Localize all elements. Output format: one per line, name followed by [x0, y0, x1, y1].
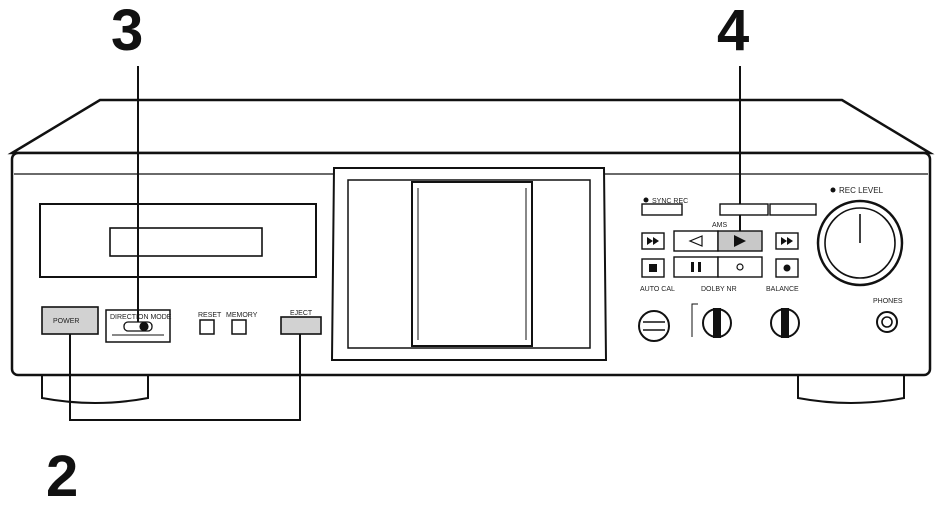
pause-button[interactable] [673, 256, 719, 278]
rec-level-label: REC LEVEL [839, 186, 884, 195]
sync-rec-indicator [643, 197, 649, 203]
phones-jack-hole [881, 316, 893, 328]
pause-icon [691, 262, 701, 272]
power-label: POWER [53, 318, 79, 325]
rec-icon [783, 264, 791, 272]
play-icon [734, 235, 746, 247]
ams-label: AMS [712, 222, 728, 229]
right-foot [797, 371, 905, 404]
rec-mute-icon [736, 263, 744, 271]
phones-label: PHONES [873, 298, 903, 305]
reverse-play-button[interactable] [673, 230, 719, 252]
eject-button[interactable] [280, 316, 322, 335]
stop-icon [649, 264, 657, 272]
eject-label: EJECT [290, 310, 313, 317]
left-foot [41, 371, 149, 404]
auto-cal-knob[interactable] [638, 310, 670, 342]
callout-c: 2 [46, 444, 79, 509]
top-button-1[interactable] [719, 203, 769, 216]
balance-label: BALANCE [766, 286, 799, 293]
auto-cal-label: AUTO CAL [640, 286, 675, 293]
display-segment [109, 227, 263, 257]
cassette-window [411, 181, 533, 347]
dolby-scale [691, 303, 698, 337]
reset-label: RESET [198, 312, 222, 319]
callout-a: 3 [111, 0, 144, 63]
direction-mode-label: DIRECTION MODE [110, 314, 172, 321]
memory-button[interactable] [231, 319, 247, 335]
top-cover [7, 98, 935, 155]
leader-line-power [69, 334, 301, 421]
memory-label: MEMORY [226, 312, 258, 319]
dolby-nr-grip [713, 308, 721, 338]
callout-b: 4 [717, 0, 750, 63]
rec-mute-button[interactable] [717, 256, 763, 278]
dolby-nr-label: DOLBY NR [701, 286, 737, 293]
sync-rec-label: SYNC REC [652, 198, 688, 205]
reverse-play-icon [688, 235, 703, 247]
reset-button[interactable] [199, 319, 215, 335]
top-button-2[interactable] [769, 203, 817, 216]
sync-rec-button[interactable] [641, 203, 683, 216]
balance-grip [781, 308, 789, 338]
direction-mode-knob[interactable] [139, 321, 149, 332]
rewind-icon [647, 237, 659, 245]
fast-forward-icon [781, 237, 793, 245]
rec-level-indicator [830, 187, 836, 193]
